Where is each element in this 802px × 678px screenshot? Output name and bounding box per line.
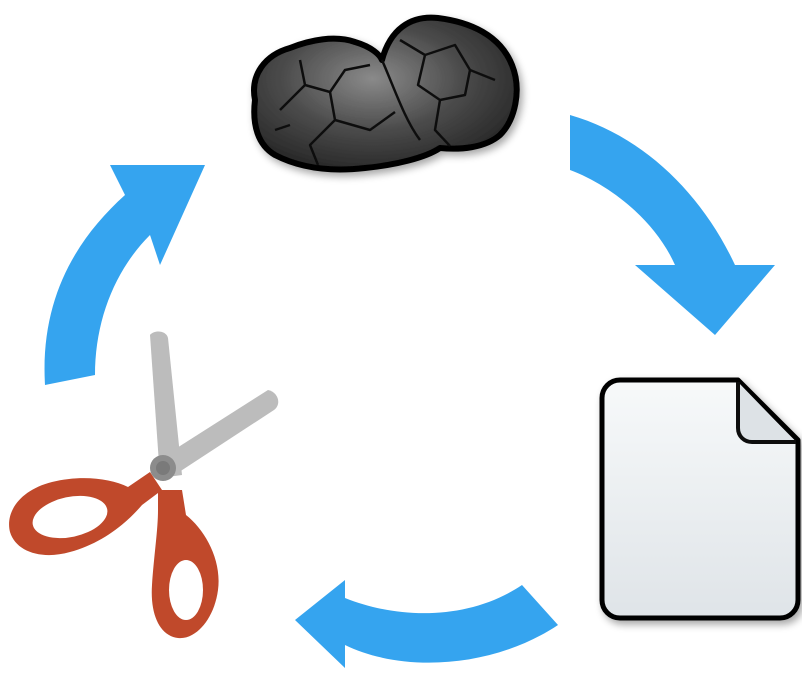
scissors-handle-bottom	[151, 490, 219, 639]
arrow-scissors-to-rock	[44, 165, 205, 385]
arrow-rock-to-paper	[570, 115, 775, 335]
scissors-handle-left	[9, 472, 163, 556]
rock-icon	[251, 14, 520, 173]
scissors-icon	[9, 331, 279, 639]
scissors-blade-vertical	[150, 331, 182, 478]
scissors-blade-diagonal	[158, 390, 279, 478]
arrow-paper-to-scissors	[295, 580, 558, 668]
paper-icon	[599, 377, 801, 621]
